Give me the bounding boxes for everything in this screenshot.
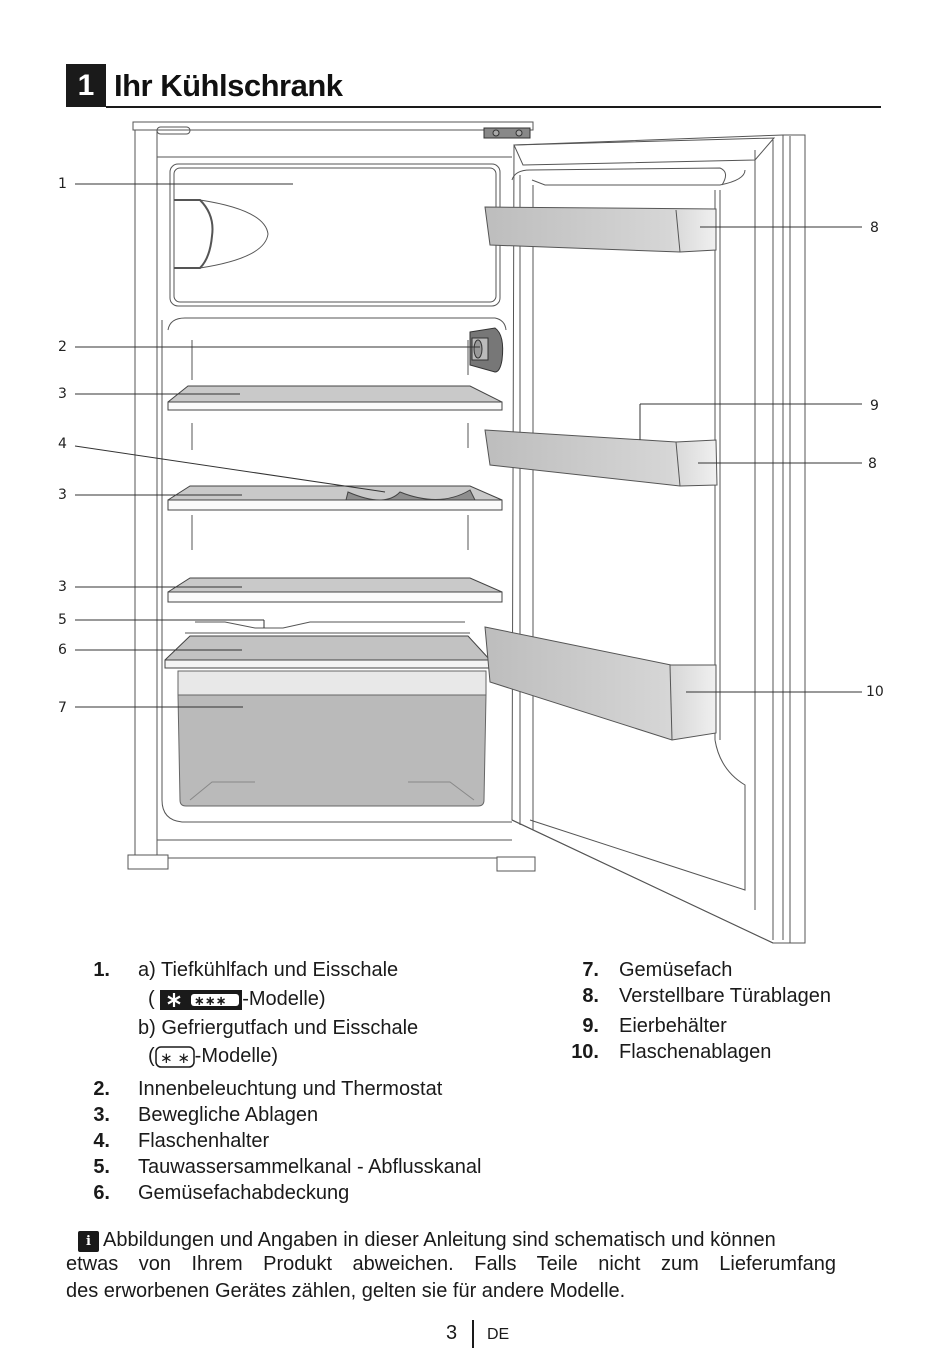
callout-9: 9: [870, 398, 879, 414]
four-star-freezer-symbol-icon: ∗∗∗: [160, 989, 243, 1010]
svg-text:∗∗∗: ∗∗∗: [194, 994, 227, 1009]
drain-channel: [195, 621, 465, 629]
section-heading: 1 Ihr Kühlschrank: [66, 64, 881, 108]
callout-2: 2: [58, 339, 67, 355]
crisper-cover: [164, 635, 491, 669]
callout-8b: 8: [868, 456, 877, 472]
heading-rule: [106, 106, 881, 108]
legend-item-1b-models: ( ∗ ∗ -Modelle): [148, 1045, 279, 1068]
callout-3a: 3: [58, 386, 67, 402]
section-number: 1: [66, 64, 106, 107]
legend-item-1a-models: ( ∗∗∗ -Modelle): [148, 988, 326, 1010]
language-code: DE: [487, 1326, 510, 1343]
note-line-2: etwas von Ihrem Produkt abweichen. Falls…: [66, 1253, 836, 1275]
door-bin-top: [484, 206, 717, 253]
fridge-diagram: 1 2 3 4 3 3 5 6 7 8 9 8 10: [0, 110, 950, 950]
callout-4: 4: [58, 436, 67, 452]
info-icon: i: [78, 1231, 99, 1252]
callout-6: 6: [58, 642, 67, 658]
two-star-freezer-symbol-icon: ∗ ∗: [154, 1045, 195, 1068]
callout-3b: 3: [58, 487, 67, 503]
callout-3c: 3: [58, 579, 67, 595]
callout-8a: 8: [870, 220, 879, 236]
door: [511, 134, 806, 944]
footer-separator: [472, 1320, 474, 1348]
shelf-1: [167, 385, 503, 411]
callout-5: 5: [58, 612, 67, 628]
note-line-3: des erworbenen Gerätes zählen, gelten si…: [66, 1280, 626, 1302]
shelf-3: [167, 577, 503, 603]
page-number: 3: [446, 1322, 458, 1344]
leader-lines: [74, 183, 862, 708]
legend-item-1b: b) Gefriergutfach und Eisschale: [138, 1017, 419, 1039]
svg-text:∗ ∗: ∗ ∗: [160, 1049, 190, 1067]
fridge-illustration: [74, 121, 862, 944]
door-bin-middle: [484, 429, 718, 487]
cabinet-top: [132, 121, 534, 131]
page-footer: 3 DE: [0, 1320, 950, 1350]
callout-1: 1: [58, 176, 67, 192]
shelf-2: [167, 485, 503, 511]
door-bin-bottom: [484, 626, 717, 741]
callout-7: 7: [58, 700, 67, 716]
crisper-drawer: [177, 670, 487, 807]
freezer-compartment: [169, 163, 501, 307]
thermostat-light: [469, 327, 504, 373]
callout-10: 10: [866, 684, 884, 700]
section-title: Ihr Kühlschrank: [114, 68, 343, 103]
